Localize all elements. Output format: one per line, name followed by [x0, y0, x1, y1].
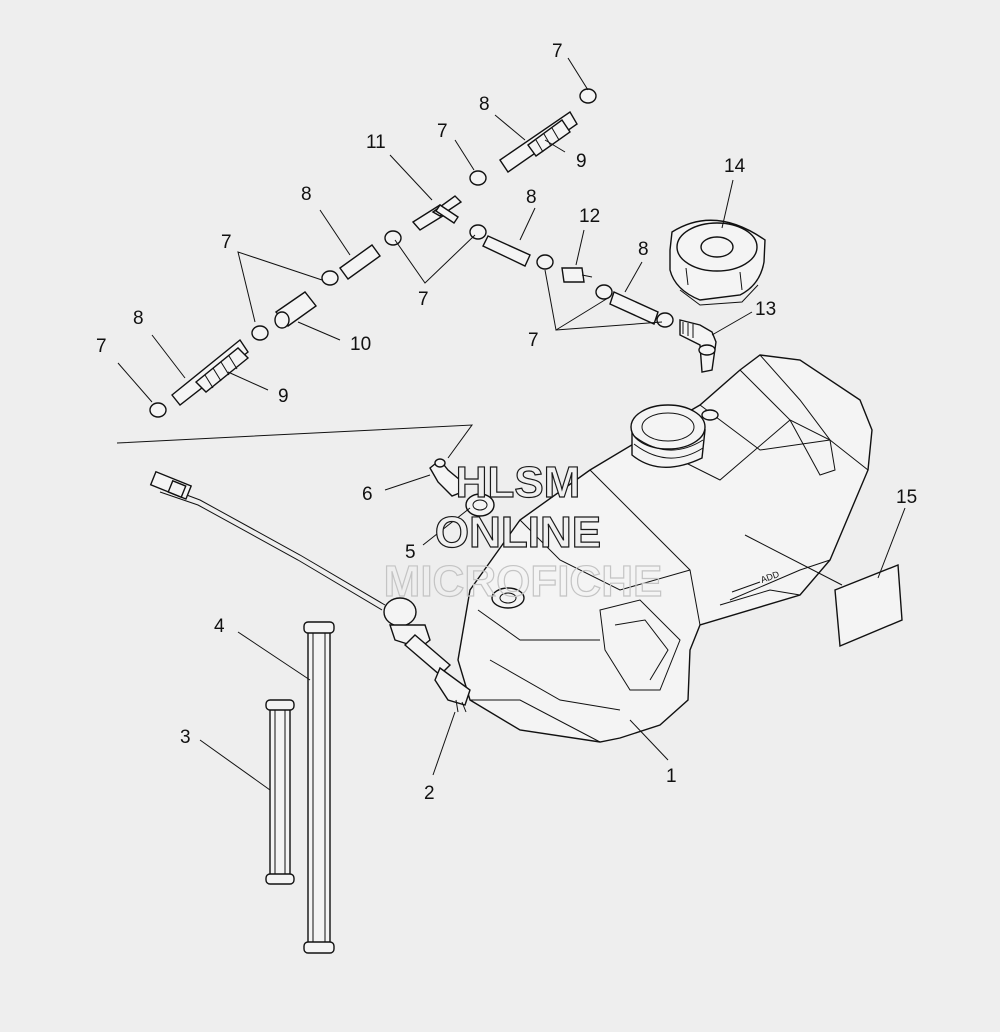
watermark-line1: HLSM [456, 458, 581, 507]
callout-3: 3 [180, 727, 191, 748]
callout-8: 8 [479, 94, 490, 115]
callout-7: 7 [221, 232, 232, 253]
elbow-fitting [679, 319, 717, 373]
watermark-line2: ONLINE [435, 508, 601, 557]
callout-8: 8 [526, 187, 537, 208]
vent-fitting [429, 458, 463, 497]
callout-6: 6 [362, 484, 373, 505]
callout-10: 10 [350, 334, 371, 355]
callout-1: 1 [666, 766, 677, 787]
callout-2: 2 [424, 783, 435, 804]
grommet [465, 493, 495, 517]
callout-9: 9 [278, 386, 289, 407]
callout-7: 7 [528, 330, 539, 351]
callout-9: 9 [576, 151, 587, 172]
callout-7: 7 [96, 336, 107, 357]
callout-5: 5 [405, 542, 416, 563]
callout-11: 11 [366, 132, 386, 153]
callout-8: 8 [638, 239, 649, 260]
callout-8: 8 [133, 308, 144, 329]
fuel-sender [149, 470, 471, 713]
callout-4: 4 [214, 616, 225, 637]
callout-labels: 7 8 9 7 11 14 8 8 12 7 8 7 13 8 7 10 7 9… [96, 41, 917, 804]
fuel-line-assembly [149, 88, 674, 418]
callout-14: 14 [724, 156, 746, 177]
callout-7: 7 [552, 41, 563, 62]
callout-8: 8 [301, 184, 312, 205]
callout-13: 13 [755, 299, 776, 320]
watermark-line3: MICROFICHE [384, 557, 663, 606]
fuel-cap [669, 219, 766, 306]
callout-15: 15 [896, 487, 917, 508]
decal-label [834, 563, 903, 648]
tank-strap-long [303, 621, 335, 954]
leader-lines [116, 57, 906, 791]
callout-7: 7 [418, 289, 429, 310]
fuel-tank: ADD [457, 354, 873, 743]
tank-strap-short [265, 699, 295, 885]
watermark: HLSM ONLINE MICROFICHE [383, 457, 663, 606]
callout-12: 12 [579, 206, 600, 227]
callout-7: 7 [437, 121, 448, 142]
